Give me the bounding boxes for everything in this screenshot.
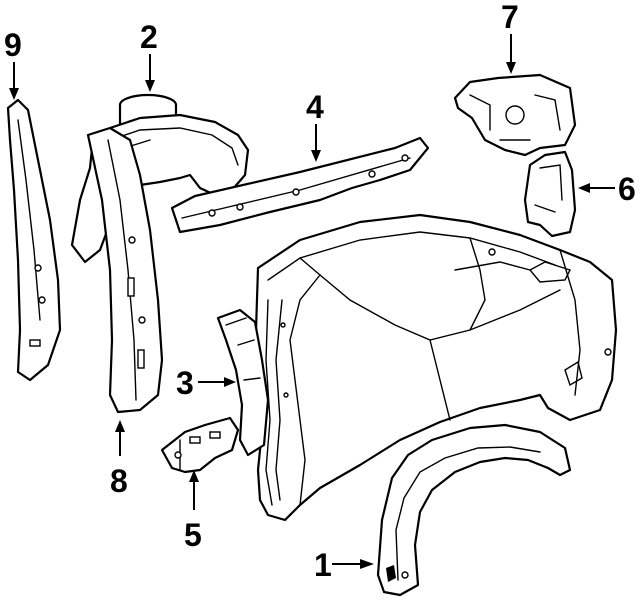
callout-3: 3 (176, 365, 194, 401)
callout-7: 7 (501, 0, 519, 35)
part-8-body-pillar (86, 126, 164, 414)
callout-5: 5 (184, 517, 202, 553)
part-5-bracket (160, 416, 240, 474)
part-9-front-pillar (6, 98, 62, 382)
callout-4: 4 (306, 89, 324, 125)
part-7-upper-panel (453, 73, 577, 157)
callout-2: 2 (140, 19, 158, 55)
callout-8: 8 (110, 463, 128, 499)
part-6-lower-panel (523, 150, 577, 238)
part-3-pillar-reinforcement (216, 308, 270, 457)
callout-6: 6 (618, 171, 636, 207)
part-1-wheel-arch-panel (376, 423, 572, 597)
callout-labels: 9 2 4 7 6 3 8 5 1 (4, 0, 636, 583)
leader-lines (9, 34, 615, 569)
callout-1: 1 (314, 547, 332, 583)
quarter-panel-body (254, 213, 618, 522)
callout-9: 9 (4, 27, 22, 63)
part-4-roof-rail (170, 136, 430, 234)
